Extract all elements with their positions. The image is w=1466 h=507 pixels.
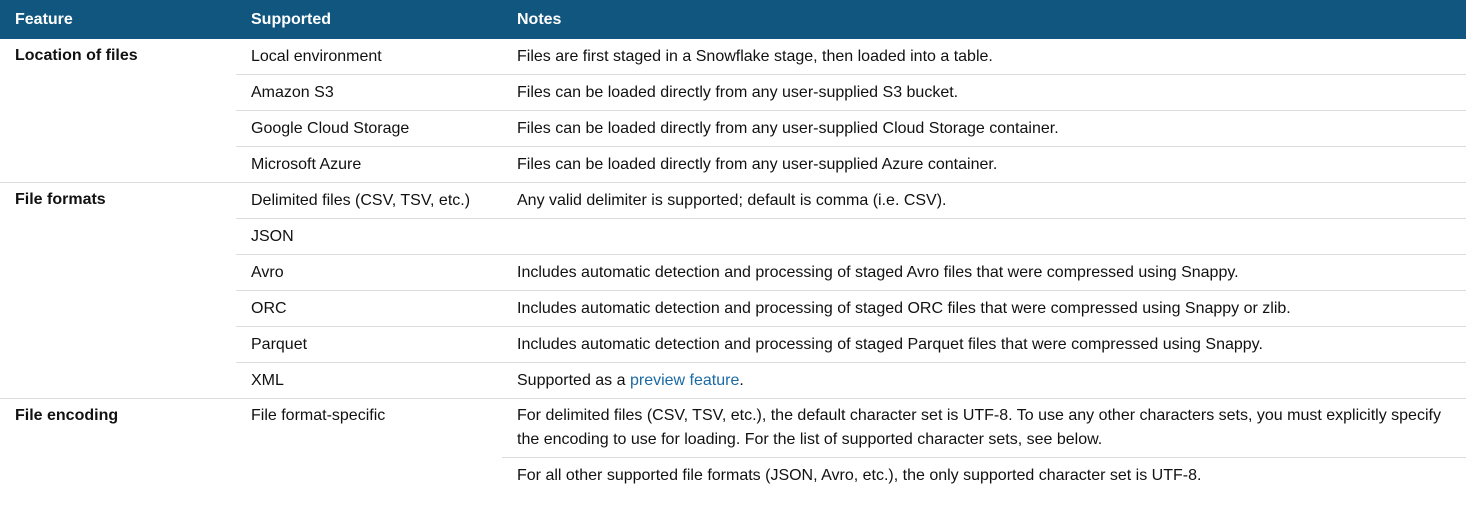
supported-cell: XML	[236, 362, 502, 399]
header-feature: Feature	[0, 0, 236, 39]
notes-cell: Files are first staged in a Snowflake st…	[517, 47, 993, 65]
notes-cell: For all other supported file formats (JS…	[502, 457, 1466, 493]
notes-cell: Any valid delimiter is supported; defaul…	[502, 182, 1466, 219]
supported-cell: Parquet	[236, 326, 502, 363]
table-row: For all other supported file formats (JS…	[0, 457, 1466, 493]
notes-cell	[502, 218, 1466, 255]
supported-cell: ORC	[236, 290, 502, 327]
table-row: File formats Delimited files (CSV, TSV, …	[0, 182, 1466, 399]
header-supported: Supported	[236, 0, 502, 39]
notes-cell: Files can be loaded directly from any us…	[502, 110, 1466, 147]
table-row: Microsoft Azure Files can be loaded dire…	[0, 146, 1466, 183]
header-notes: Notes	[502, 0, 1466, 39]
notes-cell: Files can be loaded directly from any us…	[502, 74, 1466, 111]
feature-file-formats: File formats	[0, 182, 236, 399]
feature-location-of-files: Location of files	[15, 47, 138, 64]
supported-cell: JSON	[236, 218, 502, 255]
features-table: Feature Supported Notes Location of file…	[0, 0, 1466, 493]
notes-text: .	[739, 371, 744, 389]
supported-cell: Avro	[236, 254, 502, 291]
table-row: JSON	[0, 218, 1466, 255]
notes-cell: For delimited files (CSV, TSV, etc.), th…	[502, 398, 1466, 458]
table-header-row: Feature Supported Notes	[0, 0, 1466, 39]
supported-cell: File format-specific	[236, 398, 502, 493]
table-row: File encoding File format-specific For d…	[0, 398, 1466, 493]
table-row: Avro Includes automatic detection and pr…	[0, 254, 1466, 291]
table-row: XML Supported as a preview feature.	[0, 362, 1466, 399]
table-row: Google Cloud Storage Files can be loaded…	[0, 110, 1466, 147]
supported-cell: Delimited files (CSV, TSV, etc.)	[236, 182, 502, 219]
supported-cell: Amazon S3	[236, 74, 502, 111]
supported-cell: Google Cloud Storage	[236, 110, 502, 147]
feature-file-encoding: File encoding	[0, 398, 236, 493]
notes-cell: Files can be loaded directly from any us…	[502, 146, 1466, 183]
notes-cell: Includes automatic detection and process…	[502, 254, 1466, 291]
notes-text: Supported as a	[517, 371, 630, 389]
supported-cell: Microsoft Azure	[236, 146, 502, 183]
notes-cell: Includes automatic detection and process…	[502, 290, 1466, 327]
notes-cell: Includes automatic detection and process…	[502, 326, 1466, 363]
table-row: ORC Includes automatic detection and pro…	[0, 290, 1466, 327]
notes-cell: Supported as a preview feature.	[502, 362, 1466, 399]
table-row: Parquet Includes automatic detection and…	[0, 326, 1466, 363]
preview-feature-link[interactable]: preview feature	[629, 371, 740, 389]
table-row: Location of files Local environment File…	[0, 39, 1466, 75]
table-row: Amazon S3 Files can be loaded directly f…	[0, 74, 1466, 111]
supported-cell: Local environment	[251, 47, 382, 65]
